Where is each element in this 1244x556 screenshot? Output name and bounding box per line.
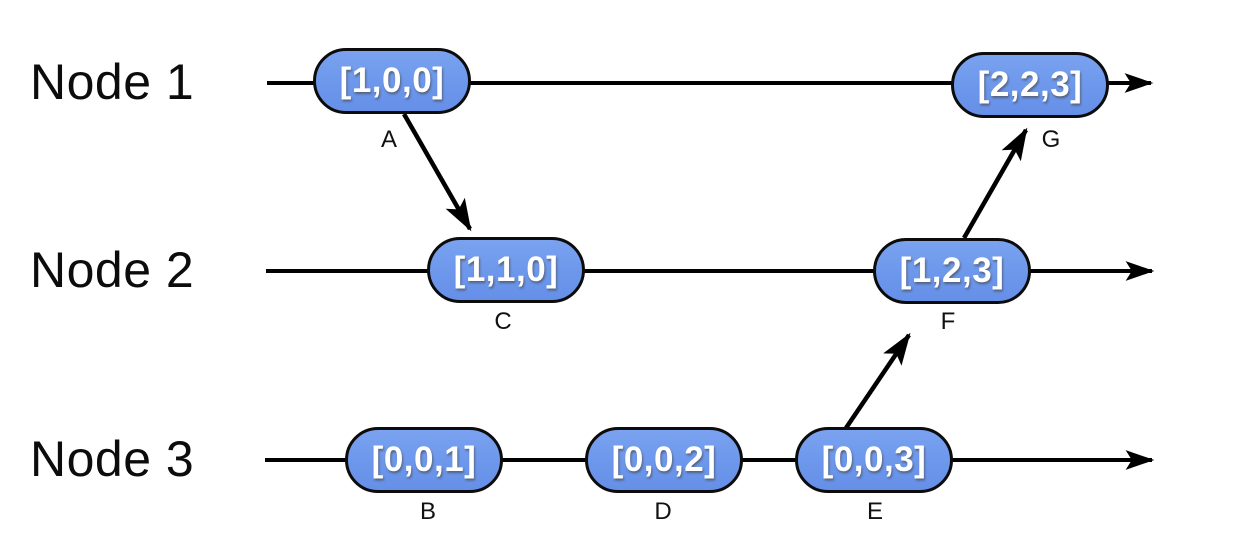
event-letter-c: C	[494, 308, 512, 335]
message-arrow-a-to-c	[402, 112, 472, 232]
event-pill-g: [2,2,3]	[951, 52, 1109, 118]
vector-clock-value-d: [0,0,2]	[611, 439, 717, 479]
event-pill-a: [1,0,0]	[313, 48, 471, 114]
vector-clock-value-c: [1,1,0]	[453, 249, 559, 289]
event-letter-f: F	[940, 308, 956, 335]
vector-clock-value-f: [1,2,3]	[899, 250, 1005, 290]
event-letter-d: D	[654, 498, 672, 525]
vector-clock-value-e: [0,0,3]	[821, 439, 927, 479]
event-pill-d: [0,0,2]	[585, 427, 743, 493]
event-pill-b: [0,0,1]	[345, 427, 503, 493]
event-pill-c: [1,1,0]	[427, 237, 585, 303]
event-letter-b: B	[419, 498, 437, 525]
node-label-3: Node 3	[30, 431, 195, 487]
vector-clock-value-b: [0,0,1]	[371, 439, 477, 479]
event-letter-g: G	[1041, 126, 1061, 153]
message-arrow-f-to-g	[962, 127, 1028, 240]
event-letter-a: A	[380, 126, 398, 153]
event-letter-e: E	[866, 498, 884, 525]
vector-clock-value-g: [2,2,3]	[977, 64, 1083, 104]
event-pill-f: [1,2,3]	[873, 238, 1031, 304]
event-pill-e: [0,0,3]	[795, 427, 953, 493]
node-label-2: Node 2	[30, 242, 195, 298]
vector-clock-value-a: [1,0,0]	[339, 60, 445, 100]
node-label-1: Node 1	[30, 54, 195, 110]
message-arrow-e-to-f	[844, 332, 911, 430]
